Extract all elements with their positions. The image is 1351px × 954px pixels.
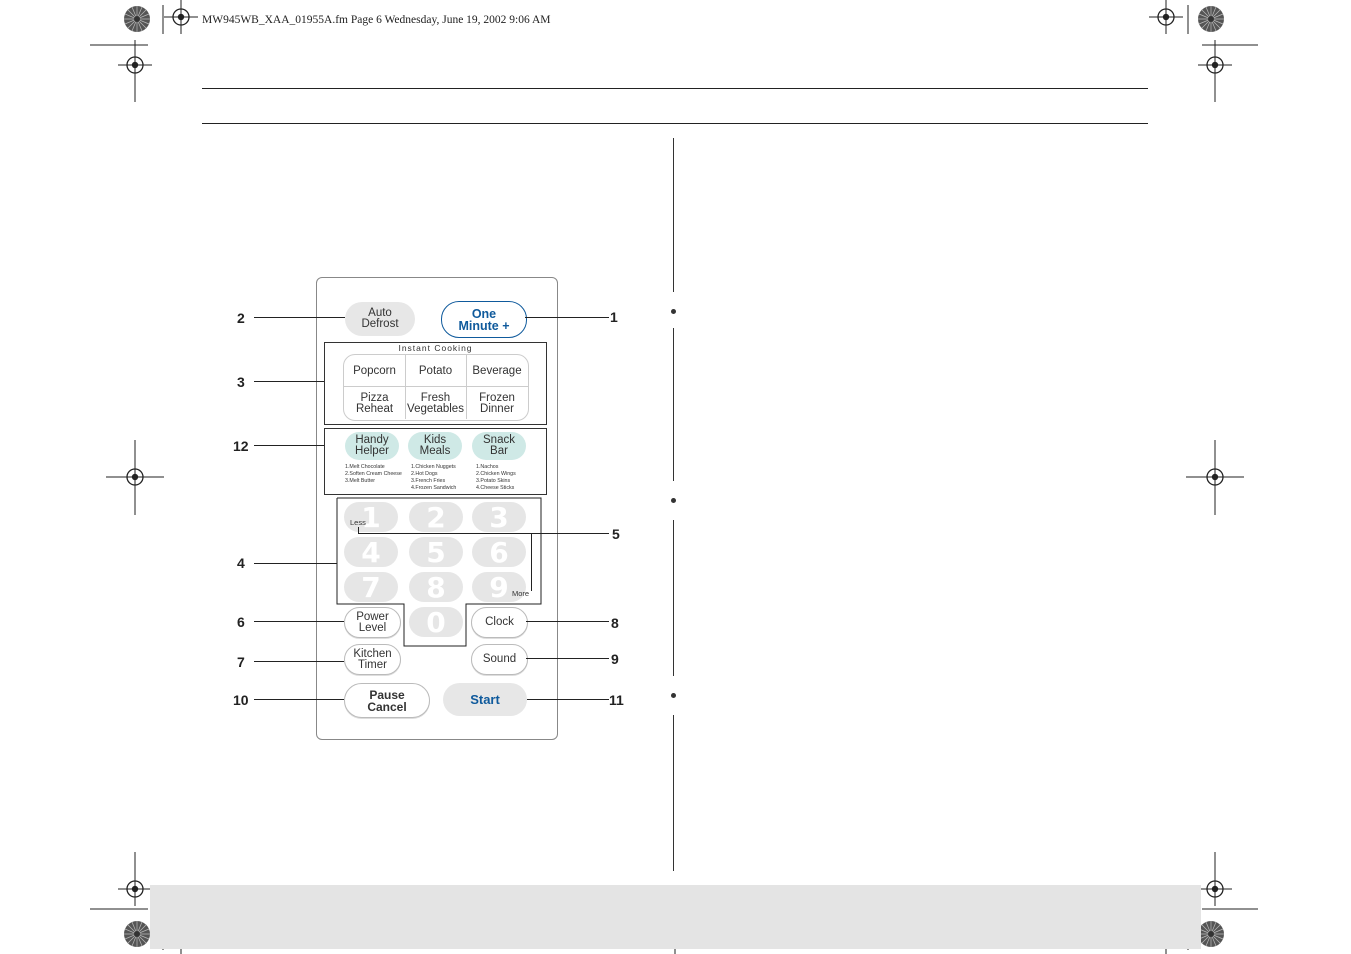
number-key-5[interactable]: 5 [409,536,463,569]
pause-cancel-button[interactable]: Pause Cancel [344,683,430,718]
leader-5 [358,533,609,534]
leader-11 [527,699,609,700]
column-divider [673,328,674,481]
number-key-4[interactable]: 4 [344,536,398,569]
leader-12 [254,445,324,446]
kitchen-timer-button[interactable]: Kitchen Timer [344,644,401,675]
callout-6: 6 [237,614,245,630]
grid-divider [344,386,528,387]
number-key-3[interactable]: 3 [472,501,526,534]
grid-divider [466,355,467,419]
number-key-6[interactable]: 6 [472,536,526,569]
frozen-dinner-button[interactable]: Frozen Dinner [479,391,515,415]
number-key-0[interactable]: 0 [409,606,463,639]
pizza-reheat-button[interactable]: Pizza Reheat [355,391,394,415]
auto-defrost-button[interactable]: Auto Defrost [345,302,415,336]
callout-8: 8 [611,615,619,631]
leader-7 [254,661,344,662]
popcorn-button[interactable]: Popcorn [353,364,396,377]
leader-6 [254,621,344,622]
grid-divider [405,355,406,419]
leader-5-less [358,527,359,534]
number-key-7[interactable]: 7 [344,571,398,604]
clock-button[interactable]: Clock [471,607,528,638]
start-button[interactable]: Start [443,683,527,716]
leader-3 [254,381,324,382]
header-rule-top [202,88,1148,89]
callout-9: 9 [611,651,619,667]
column-divider [673,520,674,676]
leader-5-more [531,533,532,591]
callout-4: 4 [237,555,245,571]
callout-12: 12 [233,438,249,454]
callout-10: 10 [233,692,249,708]
snack-bar-list: 1.Nachos 2.Chicken Wings 3.Potato Skins … [476,464,516,491]
instant-cooking-group [324,342,547,425]
number-key-8[interactable]: 8 [409,571,463,604]
instant-cooking-title: Instant Cooking [398,343,473,353]
handy-helper-list: 1.Melt Chocolate 2.Soften Cream Cheese 3… [345,464,402,484]
leader-8 [526,621,609,622]
divider-dot [671,693,676,698]
snack-bar-button[interactable]: Snack Bar [472,432,526,460]
leader-9 [526,658,609,659]
callout-2: 2 [237,310,245,326]
callout-7: 7 [237,654,245,670]
potato-button[interactable]: Potato [418,364,453,377]
power-level-button[interactable]: Power Level [344,607,401,638]
divider-dot [671,309,676,314]
more-label: More [512,589,530,598]
footer-band [150,885,1201,949]
sound-button[interactable]: Sound [471,644,528,675]
callout-3: 3 [237,374,245,390]
column-divider [673,715,674,871]
leader-4 [254,563,337,564]
kids-meals-button[interactable]: Kids Meals [408,432,462,460]
leader-2 [254,317,345,318]
leader-1 [525,317,609,318]
callout-11: 11 [609,692,624,708]
beverage-button[interactable]: Beverage [472,364,522,377]
less-label: Less [350,518,366,527]
kids-meals-list: 1.Chicken Nuggets 2.Hot Dogs 3.French Fr… [411,464,457,491]
header-rule-bottom [202,123,1148,124]
number-key-1[interactable]: 1 [344,501,398,534]
print-slug: MW945WB_XAA_01955A.fm Page 6 Wednesday, … [202,14,551,26]
callout-1: 1 [610,309,618,325]
helper-group [324,428,547,495]
number-key-9[interactable]: 9 [472,571,526,604]
column-divider [673,138,674,292]
fresh-vegetables-button[interactable]: Fresh Vegetables [407,391,464,415]
instant-cooking-grid [343,354,529,421]
callout-5: 5 [612,526,620,542]
one-minute-plus-button[interactable]: One Minute + [441,301,527,338]
divider-dot [671,498,676,503]
number-key-2[interactable]: 2 [409,501,463,534]
leader-10 [254,699,344,700]
handy-helper-button[interactable]: Handy Helper [345,432,399,460]
